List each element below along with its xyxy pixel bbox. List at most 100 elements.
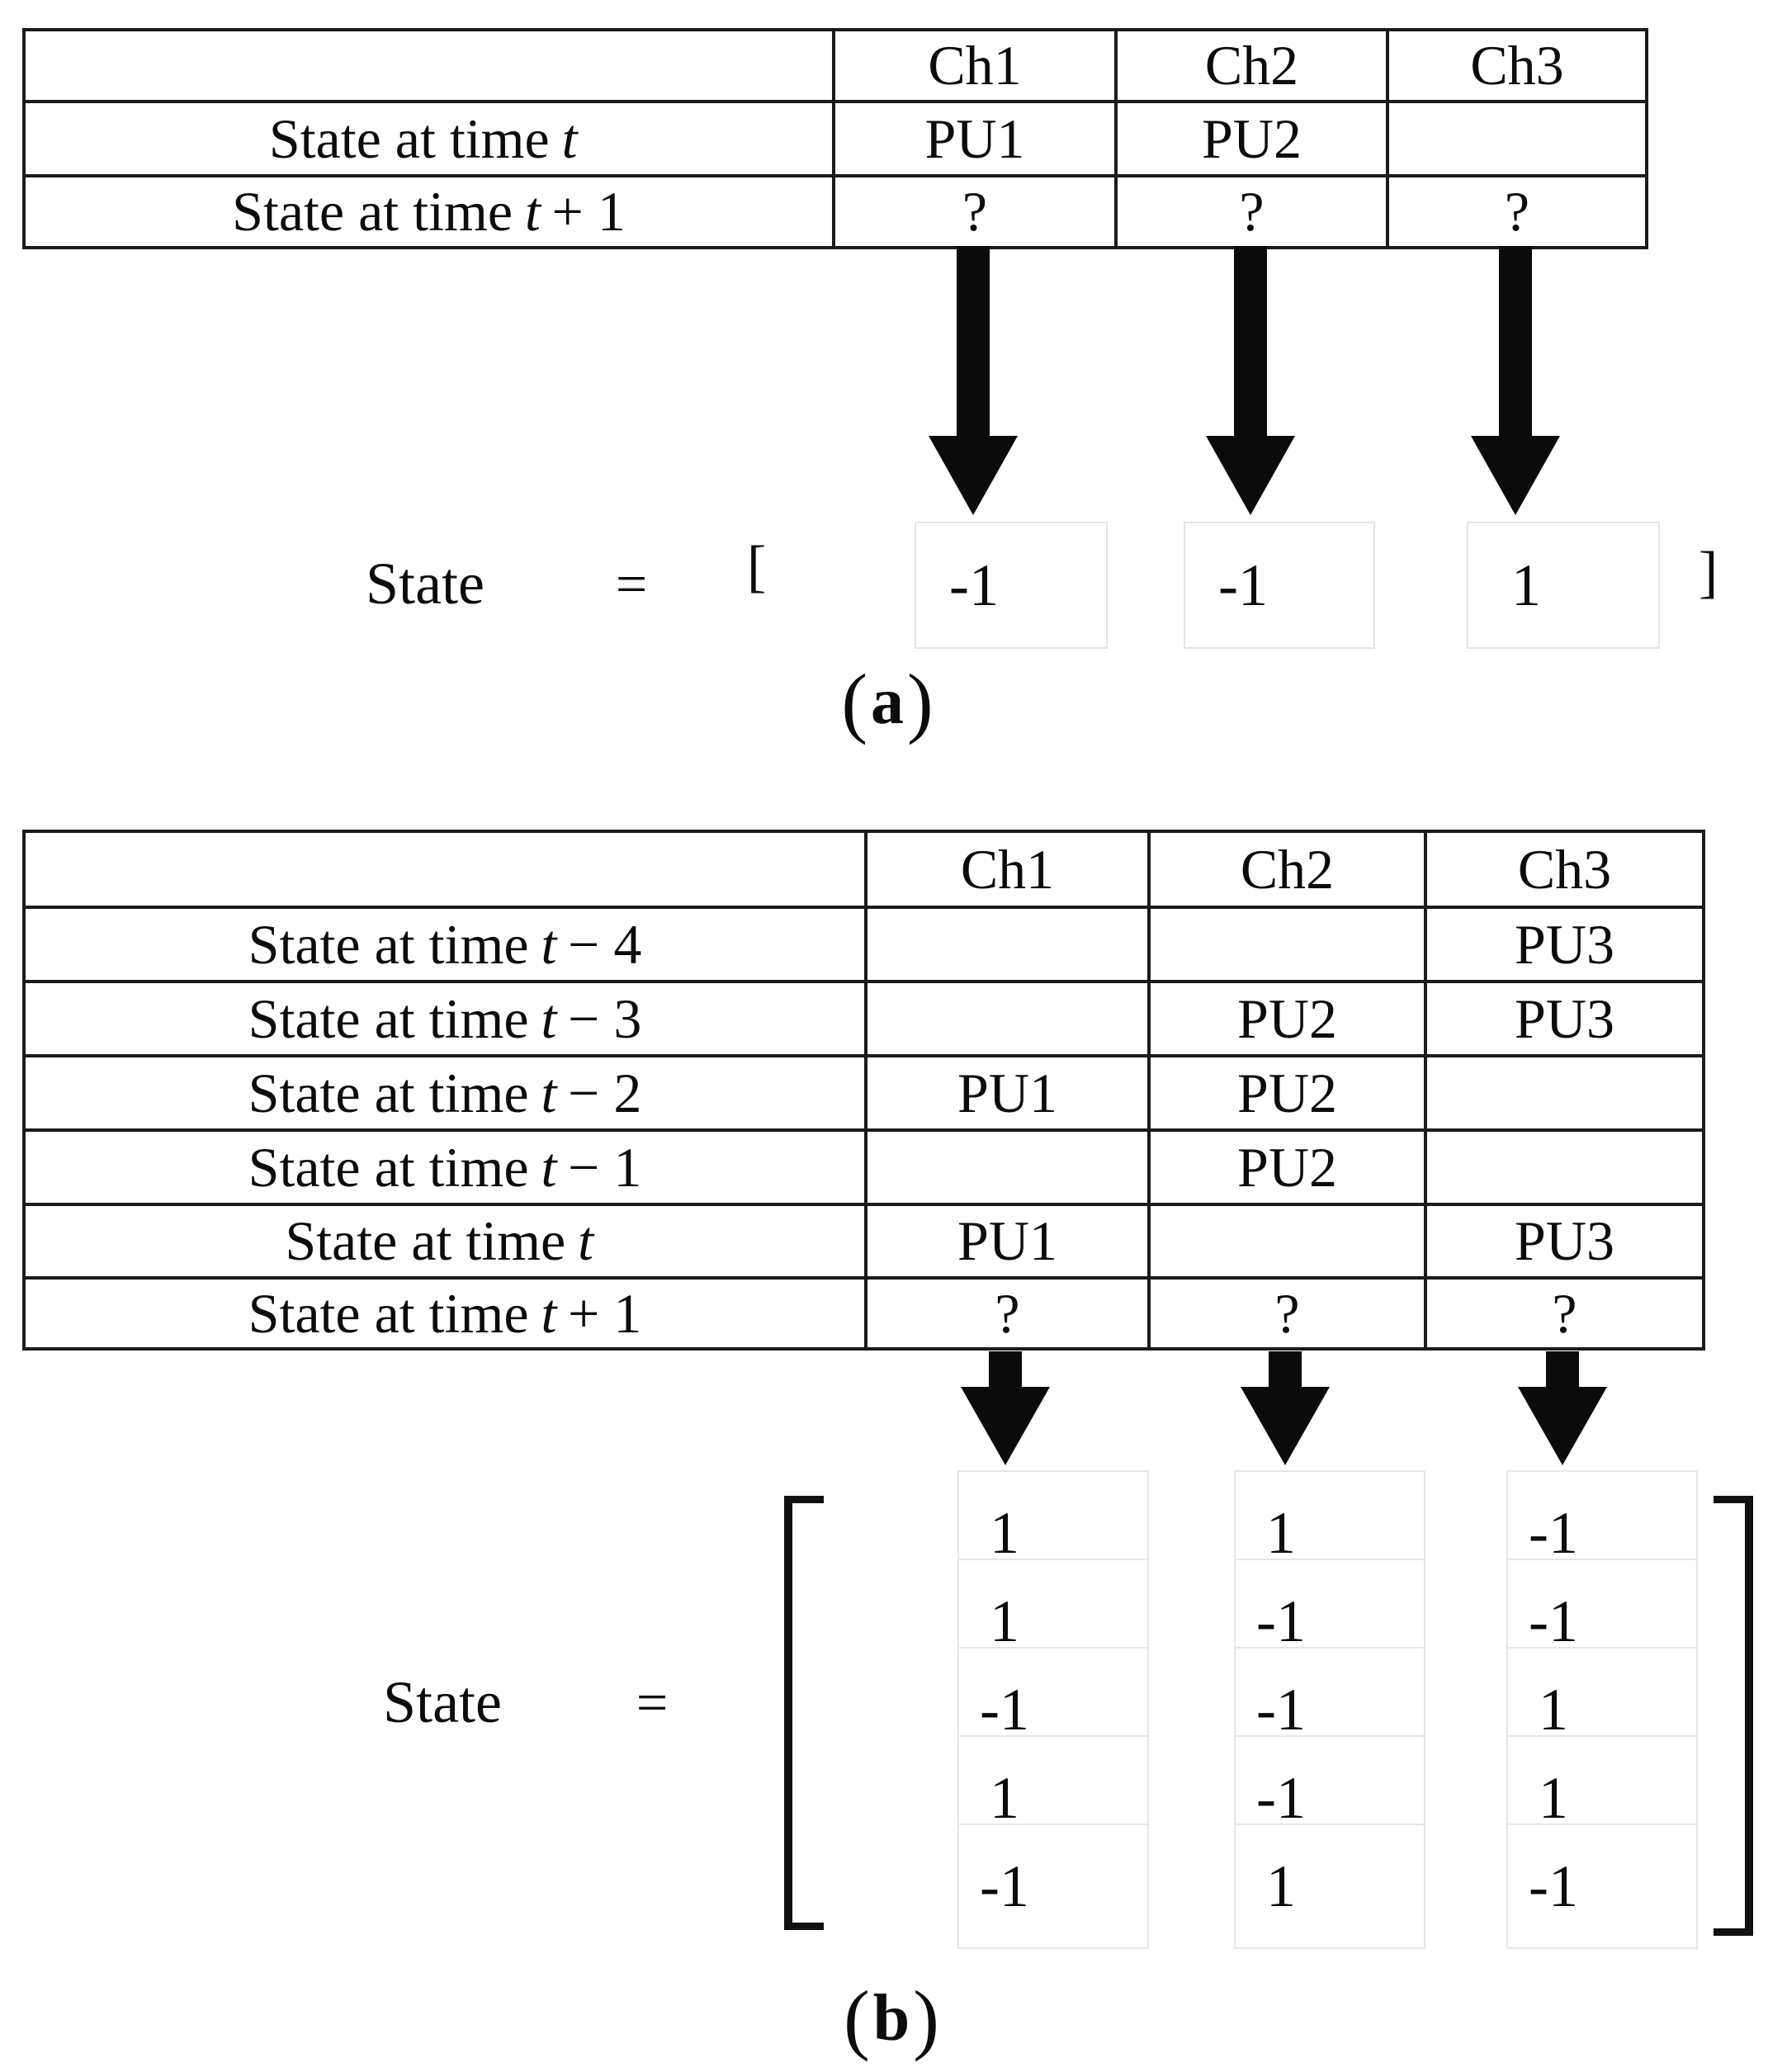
- row-label-text: State at time: [248, 1061, 529, 1124]
- row-label-text: State at time: [248, 912, 529, 976]
- table-cell-empty: [22, 28, 835, 103]
- caption-paren: (: [841, 657, 867, 745]
- table-cell: PU3: [1424, 1203, 1705, 1280]
- arrow-shaft: [957, 246, 990, 436]
- table-cell: PU2: [1147, 980, 1427, 1057]
- table-cell: PU1: [864, 1203, 1151, 1280]
- table-cell: ?: [864, 1276, 1151, 1351]
- table-cell: [864, 906, 1151, 983]
- column-header-ch2: Ch2: [1147, 830, 1427, 909]
- time-variable: t: [541, 1061, 557, 1124]
- matrix-value: -1: [1256, 1764, 1306, 1831]
- matrix-value: -1: [1256, 1676, 1306, 1743]
- table-cell: PU1: [832, 100, 1118, 177]
- arrow-head: [961, 1387, 1050, 1465]
- matrix-value: 1: [990, 1499, 1019, 1566]
- table-cell-empty: [22, 830, 867, 909]
- down-arrow: [1518, 1351, 1607, 1465]
- equals-sign: =: [615, 552, 648, 615]
- time-offset: − 3: [568, 986, 642, 1050]
- table-cell: PU3: [1424, 906, 1705, 983]
- table-cell: [1386, 100, 1648, 177]
- column-header-ch3: Ch3: [1386, 28, 1648, 103]
- caption-paren: (: [844, 1974, 870, 2062]
- time-offset: − 1: [568, 1135, 642, 1199]
- table-cell: ?: [1386, 174, 1648, 249]
- matrix-open-bracket: [784, 1496, 824, 1930]
- panel-b-caption: (b): [768, 1973, 1015, 2064]
- row-label-text: State at time: [232, 180, 513, 243]
- state-label: State: [383, 1669, 502, 1735]
- matrix-value: -1: [980, 1676, 1029, 1743]
- table-cell: [864, 980, 1151, 1057]
- arrow-shaft: [1269, 1351, 1302, 1387]
- column-header-ch1: Ch1: [832, 28, 1118, 103]
- vector-value: -1: [1218, 551, 1268, 618]
- matrix-value: 1: [1539, 1764, 1568, 1831]
- table-cell: ?: [832, 174, 1118, 249]
- vector-value-box: 1: [1467, 522, 1660, 649]
- open-bracket: [: [747, 535, 767, 598]
- caption-letter: a: [871, 665, 904, 738]
- time-variable: t: [561, 106, 578, 170]
- table-cell: PU2: [1147, 1054, 1427, 1132]
- table-cell: PU3: [1424, 980, 1705, 1057]
- arrow-shaft: [1234, 246, 1267, 436]
- matrix-value-box: -1: [957, 1824, 1149, 1949]
- matrix-value: 1: [990, 1764, 1019, 1831]
- matrix-value: -1: [1529, 1499, 1578, 1566]
- caption-paren: ): [913, 1974, 939, 2062]
- down-arrow: [929, 246, 1018, 515]
- table-row: Ch1 Ch2 Ch3: [22, 28, 1648, 103]
- time-offset: − 2: [568, 1061, 642, 1124]
- matrix-value: 1: [1539, 1676, 1568, 1743]
- time-variable: t: [578, 1209, 594, 1272]
- vector-value-box: -1: [915, 522, 1108, 649]
- vector-value: 1: [1511, 551, 1541, 618]
- matrix-value: -1: [1256, 1587, 1306, 1654]
- matrix-value: -1: [980, 1852, 1029, 1919]
- vector-value: -1: [949, 551, 999, 618]
- arrow-shaft: [1546, 1351, 1579, 1387]
- panel-a-caption: (a): [763, 656, 1011, 747]
- arrow-shaft: [1499, 246, 1532, 436]
- table-cell: [1147, 1203, 1427, 1280]
- close-bracket: ]: [1699, 541, 1718, 604]
- table-cell: [1424, 1054, 1705, 1132]
- table-cell: ?: [1114, 174, 1389, 249]
- time-offset: + 1: [551, 180, 626, 243]
- time-variable: t: [541, 986, 557, 1050]
- matrix-value: 1: [1266, 1852, 1296, 1919]
- down-arrow: [961, 1351, 1050, 1465]
- row-label-text: State at time: [268, 106, 550, 170]
- time-offset: + 1: [568, 1281, 642, 1345]
- column-header-ch1: Ch1: [864, 830, 1151, 909]
- table-cell: ?: [1424, 1276, 1705, 1351]
- caption-paren: ): [907, 657, 934, 745]
- arrow-head: [1206, 436, 1295, 515]
- matrix-close-bracket: [1714, 1496, 1753, 1936]
- matrix-value-box: -1: [1506, 1824, 1698, 1949]
- matrix-value: 1: [990, 1587, 1019, 1654]
- matrix-value: 1: [1266, 1499, 1296, 1566]
- state-label: State: [366, 551, 485, 617]
- arrow-head: [1241, 1387, 1330, 1465]
- arrow-head: [929, 436, 1018, 515]
- caption-letter: b: [872, 1982, 910, 2055]
- time-variable: t: [541, 912, 557, 976]
